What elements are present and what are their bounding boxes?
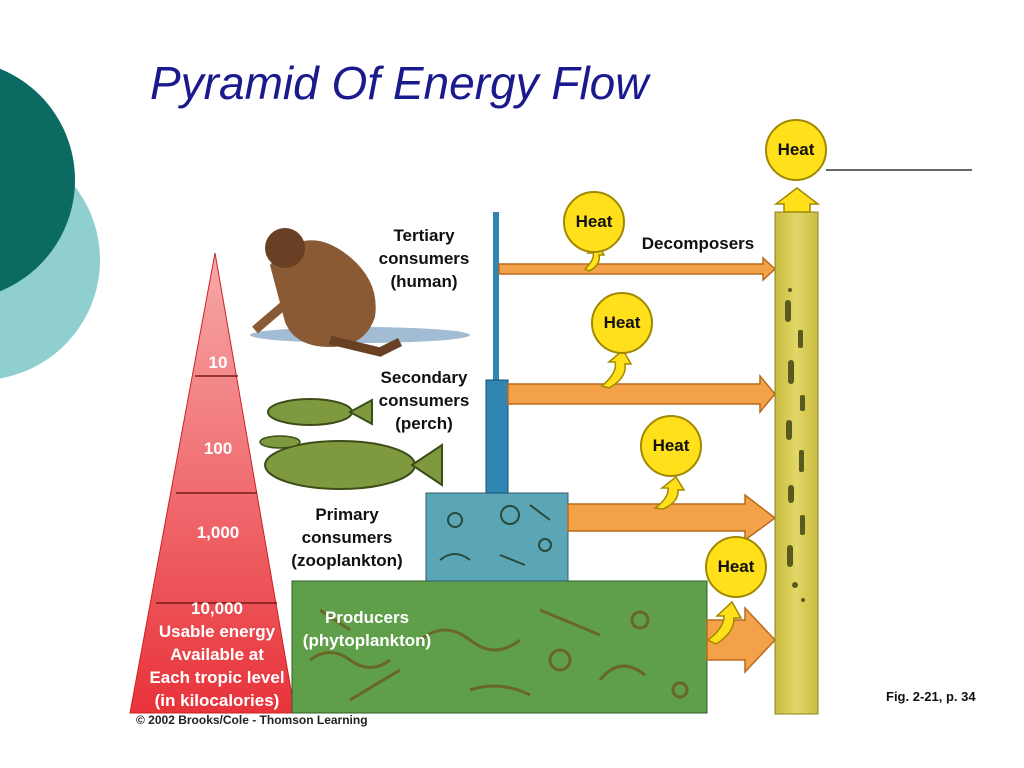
- label-line: (zooplankton): [291, 551, 403, 570]
- figure-reference: Fig. 2-21, p. 34: [886, 689, 976, 704]
- label-line: (phytoplankton): [302, 631, 432, 650]
- zooplankton-block: [425, 492, 569, 582]
- secondary-consumers-label: Secondary consumers (perch): [364, 366, 484, 435]
- pyramid-level-label: 100: [203, 439, 233, 458]
- decomposers-label: Decomposers: [641, 234, 755, 253]
- decor-circle-dark: [0, 68, 75, 292]
- decomposer-texture: [785, 288, 805, 602]
- label-line: Tertiary: [393, 226, 455, 245]
- heat-circle-tertiary: Heat: [563, 191, 625, 253]
- pyramid-base-line: Each tropic level: [149, 668, 285, 687]
- label-line: consumers: [301, 528, 393, 547]
- trunk-top: [493, 212, 499, 382]
- producers-block: [291, 580, 708, 714]
- decomposers-bar: [774, 211, 819, 715]
- label-line: (perch): [395, 414, 453, 433]
- label-line: Secondary: [380, 368, 468, 387]
- phytoplankton-texture: [309, 608, 689, 702]
- pyramid-base-line: (in kilocalories): [154, 691, 280, 710]
- decomposer-heat-arrow: [773, 187, 821, 213]
- pyramid-level-label: 1,000: [196, 523, 240, 542]
- pyramid-base-line: Usable energy: [158, 622, 276, 641]
- label-line: consumers: [378, 249, 470, 268]
- pyramid-base-line: Available at: [170, 645, 264, 664]
- heat-circle-primary: Heat: [640, 415, 702, 477]
- pyramid-base-label: 10,000 Usable energy Available at Each t…: [132, 597, 302, 712]
- page-title: Pyramid Of Energy Flow: [150, 57, 649, 109]
- energy-arrows: [498, 256, 777, 674]
- heat-circle-producers: Heat: [705, 536, 767, 598]
- label-line: Producers: [324, 608, 410, 627]
- pyramid-base-line: 10,000: [191, 599, 243, 618]
- tertiary-consumers-label: Tertiary consumers (human): [366, 224, 482, 293]
- pyramid-level-label: 10: [208, 353, 228, 372]
- label-line: consumers: [378, 391, 470, 410]
- zooplankton-texture: [439, 504, 552, 566]
- trunk-secondary: [485, 379, 509, 494]
- label-line: Primary: [315, 505, 379, 524]
- primary-consumers-label: Primary consumers (zooplankton): [280, 503, 414, 572]
- human-illustration: [250, 228, 470, 357]
- producers-label: Producers (phytoplankton): [292, 606, 442, 652]
- heat-circle-decomposers: Heat: [765, 119, 827, 181]
- perch-illustration: [259, 398, 443, 490]
- label-line: (human): [390, 272, 458, 291]
- copyright-notice: © 2002 Brooks/Cole - Thomson Learning: [136, 713, 368, 727]
- heat-circle-secondary: Heat: [591, 292, 653, 354]
- energy-pyramid: [129, 252, 296, 714]
